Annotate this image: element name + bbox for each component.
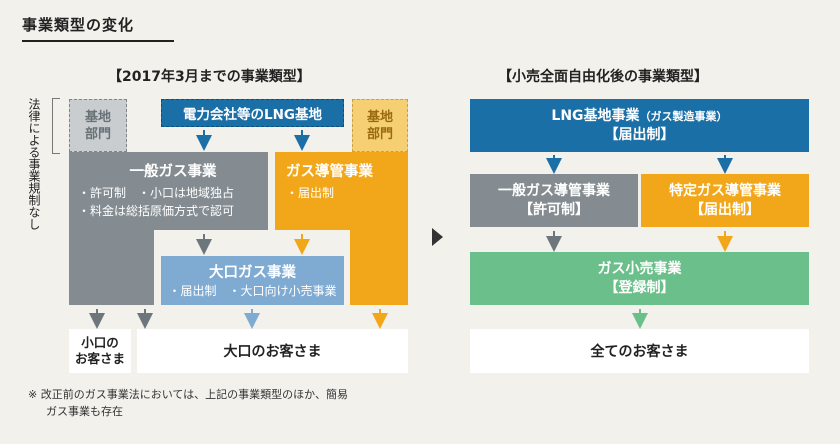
general-pipeline-title: 一般ガス導管事業 [498, 182, 610, 199]
left-section-header: 【2017年3月までの事業類型】 [108, 69, 311, 85]
general-pipeline-business: 一般ガス導管事業 【許可制】 [470, 174, 638, 227]
base-department-orange: 基地 部門 [352, 99, 408, 152]
gas-pipeline-title: ガス導管事業 [286, 164, 373, 180]
lng-base-business: LNG基地事業（ガス製造事業） 【届出制】 [470, 99, 809, 152]
footnote-line1: ※ 改正前のガス事業法においては、上記の事業類型のほか、簡易 [28, 388, 348, 401]
large-customers-label: 大口のお客さま [223, 344, 322, 360]
all-customers-box: 全てのお客さま [470, 329, 809, 373]
small-customers-line1: 小口の [81, 335, 119, 350]
general-gas-line2: ・料金は総括原価方式で認可 [78, 204, 235, 218]
base-orange-line2: 部門 [366, 126, 393, 142]
gas-pipeline-line1: ・届出制 [286, 186, 335, 200]
retail-line2: 【登録制】 [604, 279, 675, 296]
base-grey-line1: 基地 [84, 109, 111, 125]
lng-base-label: 電力会社等のLNG基地 [183, 107, 322, 123]
general-gas-business [69, 152, 268, 230]
title-underline [22, 40, 174, 42]
gas-pipeline-business-lower [350, 229, 408, 305]
base-orange-line1: 基地 [366, 109, 393, 125]
lng-business-title: LNG基地事業 [551, 107, 640, 124]
large-gas-line1: ・届出制 ・大口向け小売事業 [168, 284, 337, 298]
footnote: ※ 改正前のガス事業法においては、上記の事業類型のほか、簡易 ガス事業も存在 [28, 386, 348, 420]
general-gas-line1: ・許可制 ・小口は地域独占 [78, 186, 235, 200]
specific-pipeline-title: 特定ガス導管事業 [669, 182, 781, 199]
lng-base-box: 電力会社等のLNG基地 [161, 99, 344, 127]
lng-business-sub: （ガス製造事業） [639, 109, 728, 123]
footnote-line2: ガス事業も存在 [46, 405, 123, 418]
gas-pipeline-business [275, 152, 408, 230]
side-bracket [52, 98, 60, 154]
base-department-grey: 基地 部門 [69, 99, 127, 152]
lng-business-line2: 【届出制】 [604, 126, 675, 143]
general-pipeline-line2: 【許可制】 [519, 201, 589, 218]
general-gas-title: 一般ガス事業 [129, 164, 217, 180]
gas-retail-business: ガス小売事業 【登録制】 [470, 252, 809, 305]
page-title: 事業類型の変化 [22, 16, 135, 34]
base-grey-line2: 部門 [84, 126, 111, 142]
small-customers-line2: お客さま [74, 351, 125, 366]
specific-pipeline-line2: 【届出制】 [690, 201, 760, 218]
large-customers-box: 大口のお客さま [137, 329, 408, 373]
general-gas-business-lower [69, 229, 154, 305]
large-gas-business: 大口ガス事業 ・届出制 ・大口向け小売事業 [161, 256, 344, 305]
general-gas-text: 一般ガス事業 ・許可制 ・小口は地域独占 ・料金は総括原価方式で認可 [78, 160, 268, 220]
gas-pipeline-text: ガス導管事業 ・届出制 [286, 160, 406, 202]
side-label: 法律による事業規制なし [27, 98, 41, 230]
right-section-header: 【小売全面自由化後の事業類型】 [498, 69, 708, 85]
all-customers-label: 全てのお客さま [590, 344, 689, 360]
retail-title: ガス小売事業 [597, 260, 682, 277]
transition-arrow-icon [432, 228, 443, 246]
specific-pipeline-business: 特定ガス導管事業 【届出制】 [641, 174, 809, 227]
small-customers-box: 小口の お客さま [69, 329, 131, 373]
large-gas-title: 大口ガス事業 [209, 265, 296, 281]
